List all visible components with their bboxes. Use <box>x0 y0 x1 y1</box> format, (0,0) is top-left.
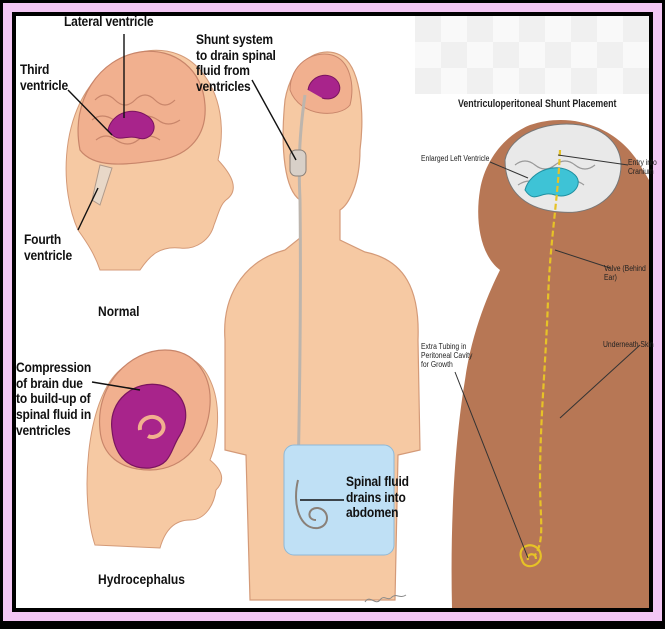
valve-label: Valve (Behind Ear) <box>604 264 656 282</box>
spinal-fluid-label: Spinal fluid drains into abdomen <box>346 474 409 521</box>
lateral-ventricle-label: Lateral ventricle <box>64 14 153 30</box>
normal-caption: Normal <box>98 304 139 320</box>
fourth-ventricle-label: Fourth ventricle <box>24 232 72 263</box>
third-ventricle-label: Third ventricle <box>20 62 68 93</box>
extra-tubing-label: Extra Tubing in Peritoneal Cavity for Gr… <box>421 342 472 370</box>
underneath-skin-label: Underneath Skin <box>603 340 654 349</box>
enlarged-ventricle-label: Enlarged Left Ventricle <box>421 154 489 163</box>
checker-pattern <box>415 16 649 94</box>
vp-shunt-title: Ventriculoperitoneal Shunt Placement <box>458 98 616 110</box>
compression-label: Compression of brain due to build-up of … <box>16 360 91 438</box>
shunt-system-label: Shunt system to drain spinal fluid from … <box>196 32 276 95</box>
entry-cranium-label: Entry into Cranium <box>628 158 657 176</box>
hydrocephalus-caption: Hydrocephalus <box>98 572 185 588</box>
vp-shunt-illustration <box>452 120 649 608</box>
